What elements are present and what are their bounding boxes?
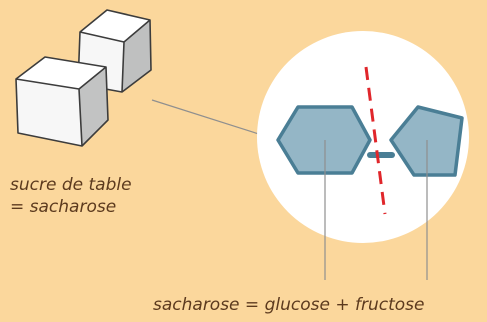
sucrose-equation: sacharose = glucose + fructose	[153, 295, 425, 315]
leader-line-magnifier	[151, 99, 263, 136]
cube-front-top	[16, 57, 106, 89]
cube-front-outline	[15, 56, 109, 147]
table-sugar-line2: = sacharose	[10, 197, 117, 217]
sucrose-equation-caption: sacharose = glucose + fructose	[153, 294, 424, 316]
cube-front-face	[16, 79, 82, 146]
table-sugar-caption: sucre de table = sacharose	[10, 174, 132, 218]
table-sugar-line1: sucre de table	[10, 175, 132, 195]
bond-cut-line	[364, 66, 387, 215]
sugar-cube-front	[15, 56, 109, 147]
sugar-cube-back	[77, 9, 152, 93]
glucose-hexagon	[276, 105, 372, 175]
